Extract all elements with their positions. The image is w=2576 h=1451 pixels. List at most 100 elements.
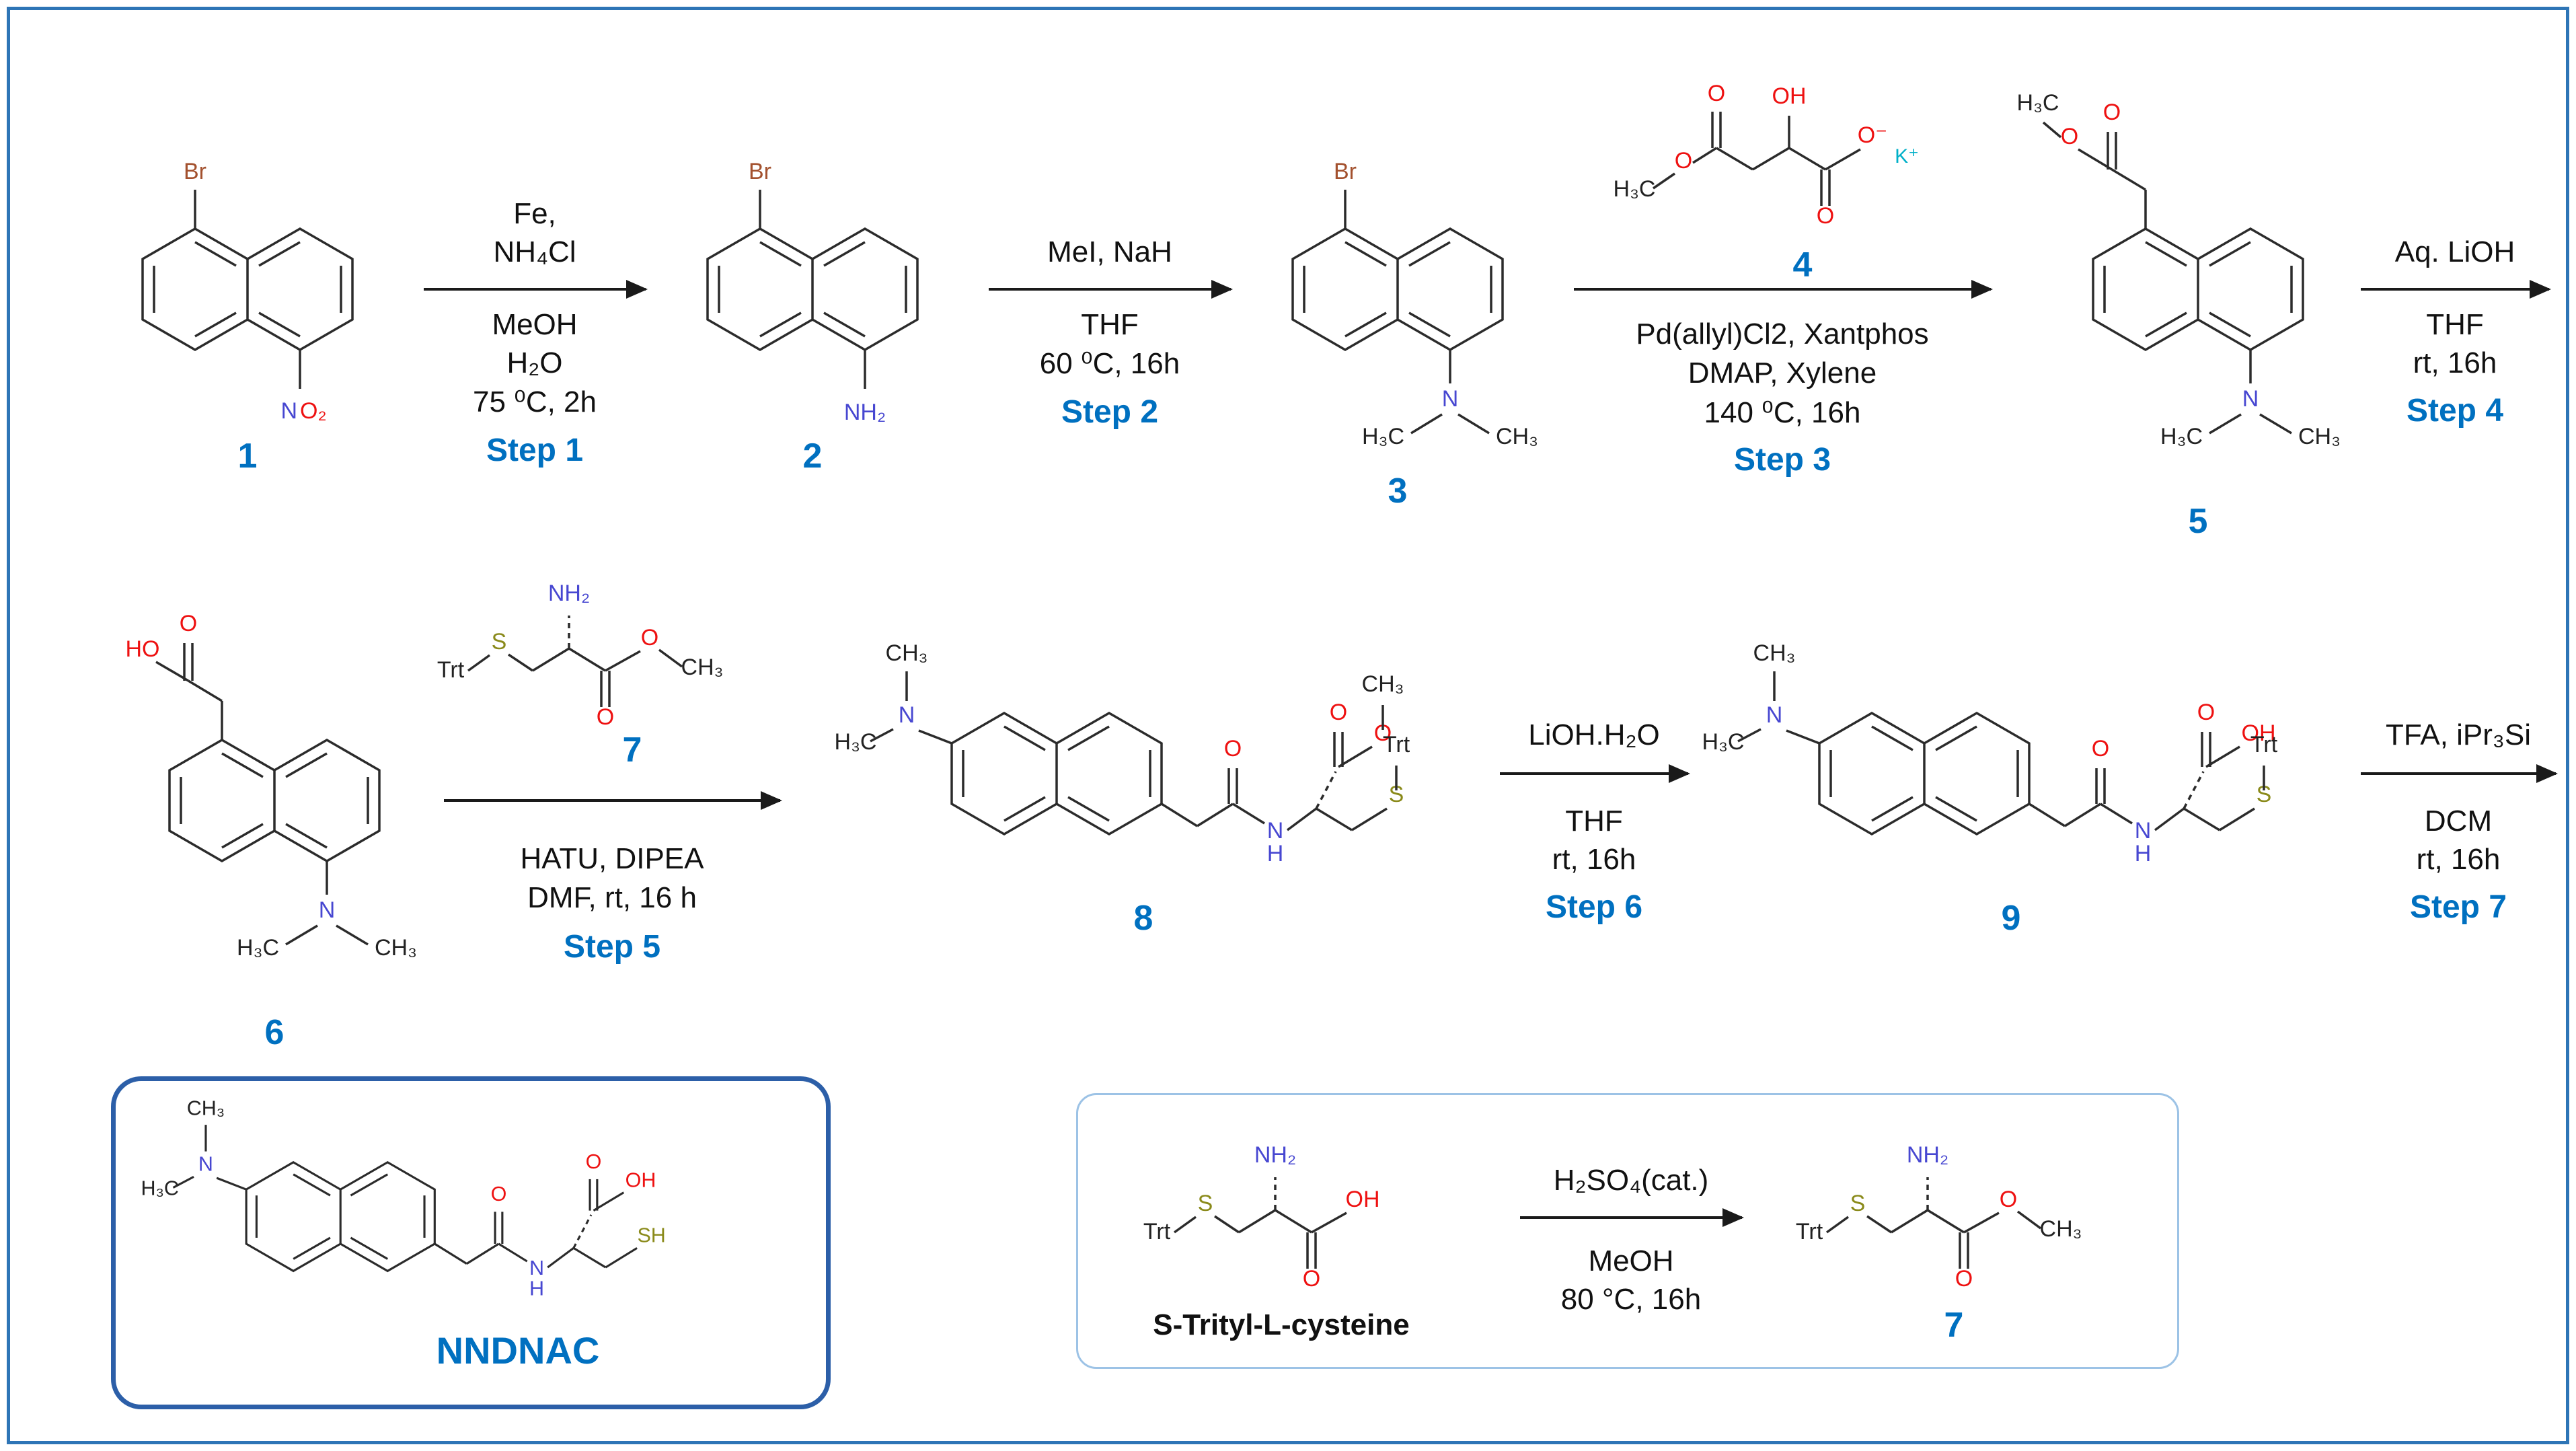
trityl-group-label: Trt xyxy=(1143,1219,1171,1244)
trityl-group-label: Trt xyxy=(1383,732,1410,757)
carbonyl-o-atom-label: O xyxy=(491,1183,507,1205)
amine-atom-label: NH₂ xyxy=(844,400,886,425)
amine-n-atom-label: N xyxy=(198,1152,213,1175)
amine-atom-label: NH₂ xyxy=(1907,1142,1948,1168)
arrow-step-5 xyxy=(444,791,782,810)
outer-frame xyxy=(7,7,2569,1444)
step-3-label: Step 3 xyxy=(1733,442,1831,478)
carbonyl-o-atom-label: O xyxy=(1955,1266,1973,1292)
methyl-atom-label: CH₃ xyxy=(187,1097,225,1120)
methyl-atom-label: H₃C xyxy=(237,935,279,961)
step3-reagent-below-1: Pd(allyl)Cl2, Xantphos xyxy=(1636,318,1929,350)
carbonyl-o-atom-label: O xyxy=(1224,736,1242,761)
s-trityl-l-cysteine-structure: Trt S NH₂ O OH xyxy=(1143,1142,1380,1292)
compound-5-number: 5 xyxy=(2188,502,2208,541)
carbonyl-o-atom-label: O xyxy=(2092,736,2109,761)
compound-4-number: 4 xyxy=(1792,246,1813,285)
bromine-atom-label: Br xyxy=(1334,159,1357,184)
compound-5-structure: O O H₃C N H₃C CH₃ xyxy=(2017,90,2341,449)
acid-oh-atom-label: OH xyxy=(2242,720,2276,746)
amine-n-atom-label: N xyxy=(1442,386,1459,412)
compound-9-number: 9 xyxy=(2001,899,2021,938)
amine-atom-label: NH₂ xyxy=(1254,1142,1296,1168)
sulfur-atom-label: S xyxy=(1850,1191,1866,1216)
step6-reagent-above-1: LiOH.H₂O xyxy=(1528,718,1660,751)
compound-6-number: 6 xyxy=(264,1013,285,1052)
ester-o-atom-label: O xyxy=(641,625,658,650)
compound-6-structure: O HO N H₃C CH₃ xyxy=(126,611,417,961)
step1-reagent-above-1: Fe, xyxy=(513,197,556,230)
step-4-label: Step 4 xyxy=(2406,393,2504,429)
amide-h-atom-label: H xyxy=(2135,841,2152,866)
step3-reagent-below-2: DMAP, Xylene xyxy=(1688,357,1877,389)
carboxylate-atom-label: O⁻ xyxy=(1858,122,1887,148)
carbonyl-o-atom-label: O xyxy=(180,611,197,636)
amide-h-atom-label: H xyxy=(529,1277,544,1300)
compound-3-structure: Br N H₃C CH₃ xyxy=(1291,159,1538,449)
sulfur-atom-label: S xyxy=(1198,1191,1213,1216)
amide-n-atom-label: N xyxy=(1267,818,1284,844)
step-1-label: Step 1 xyxy=(486,433,584,468)
ester-o-atom-label: O xyxy=(2000,1187,2017,1212)
step7-reagent-above-1: TFA, iPr₃Si xyxy=(2386,718,2531,751)
amine-n-atom-label: N xyxy=(2242,386,2259,412)
methyl-atom-label: CH₃ xyxy=(2298,424,2341,449)
methyl-atom-label: H₃C xyxy=(2160,424,2203,449)
step4-reagent-below-2: rt, 16h xyxy=(2413,346,2497,379)
cysteine-name-label: S-Trityl-L-cysteine xyxy=(1153,1308,1410,1341)
bromine-atom-label: Br xyxy=(749,159,771,184)
methyl-atom-label: CH₃ xyxy=(1362,671,1404,697)
arrow-step-3 xyxy=(1574,280,1993,299)
compound-1-number: 1 xyxy=(237,437,258,476)
carbonyl-o-atom-label: O xyxy=(586,1150,602,1173)
step1-reagent-below-1: MeOH xyxy=(492,308,578,341)
arrow-step-6 xyxy=(1500,764,1690,783)
methyl-atom-label: H₃C xyxy=(1614,176,1656,202)
methyl-atom-label: CH₃ xyxy=(2040,1216,2082,1242)
step6-reagent-below-1: THF xyxy=(1565,805,1623,838)
methyl-atom-label: H₃C xyxy=(141,1177,179,1199)
compound-2-number: 2 xyxy=(802,437,823,476)
step-6-label: Step 6 xyxy=(1545,889,1643,925)
sulfur-atom-label: S xyxy=(1389,782,1404,807)
methyl-atom-label: H₃C xyxy=(1362,424,1404,449)
carbonyl-o-atom-label: O xyxy=(597,704,614,730)
amide-n-atom-label: N xyxy=(529,1257,544,1279)
arrow-step-4 xyxy=(2361,280,2551,299)
acid-oh-atom-label: OH xyxy=(626,1169,656,1192)
methyl-atom-label: CH₃ xyxy=(375,935,417,961)
step2-reagent-below-1: THF xyxy=(1081,308,1139,341)
amine-atom-label: NH₂ xyxy=(548,581,590,606)
thiol-atom-label: SH xyxy=(637,1224,665,1247)
esterification-box xyxy=(1076,1093,2179,1369)
arrow-step-1 xyxy=(424,280,648,299)
arrow-step-2 xyxy=(989,280,1233,299)
ester-o-atom-label: O xyxy=(2061,124,2078,149)
step1-reagent-below-3: 75 ⁰C, 2h xyxy=(473,385,597,418)
compound-7-number: 7 xyxy=(622,731,642,770)
carbonyl-o-atom-label: O xyxy=(1303,1266,1320,1292)
methyl-atom-label: CH₃ xyxy=(1753,640,1796,666)
compound-7-structure: Trt S NH₂ O O CH₃ xyxy=(437,581,724,730)
compound-8-structure: CH₃ N H₃C O N H O O CH₃ S Trt xyxy=(835,640,1410,866)
potassium-atom-label: K⁺ xyxy=(1895,145,1919,168)
step3-reagent-below-3: 140 ⁰C, 16h xyxy=(1704,396,1861,429)
amide-h-atom-label: H xyxy=(1267,841,1284,866)
methyl-atom-label: CH₃ xyxy=(681,655,724,680)
trityl-group-label: Trt xyxy=(437,657,465,683)
amide-n-atom-label: N xyxy=(2135,818,2152,844)
carbonyl-o-atom-label: O xyxy=(2197,700,2215,725)
methyl-atom-label: H₃C xyxy=(2017,90,2059,116)
esterification-reagent-below-2: 80 °C, 16h xyxy=(1560,1283,1702,1316)
amine-n-atom-label: N xyxy=(899,702,915,728)
esterification-reagent-below-1: MeOH xyxy=(1588,1244,1674,1277)
product-name-label: NNDNAC xyxy=(436,1329,600,1372)
sulfur-atom-label: S xyxy=(492,629,507,655)
methyl-atom-label: H₃C xyxy=(835,729,877,755)
nndnac-structure: CH₃ N H₃C O N H O OH SH xyxy=(141,1097,665,1300)
step5-reagent-below-1: HATU, DIPEA xyxy=(520,842,704,875)
ester-o-atom-label: O xyxy=(1675,148,1692,174)
compound-2-structure: Br NH₂ xyxy=(706,159,919,425)
hydroxyl-atom-label: OH xyxy=(1772,83,1807,109)
carbonyl-o-atom-label: O xyxy=(1817,203,1834,229)
